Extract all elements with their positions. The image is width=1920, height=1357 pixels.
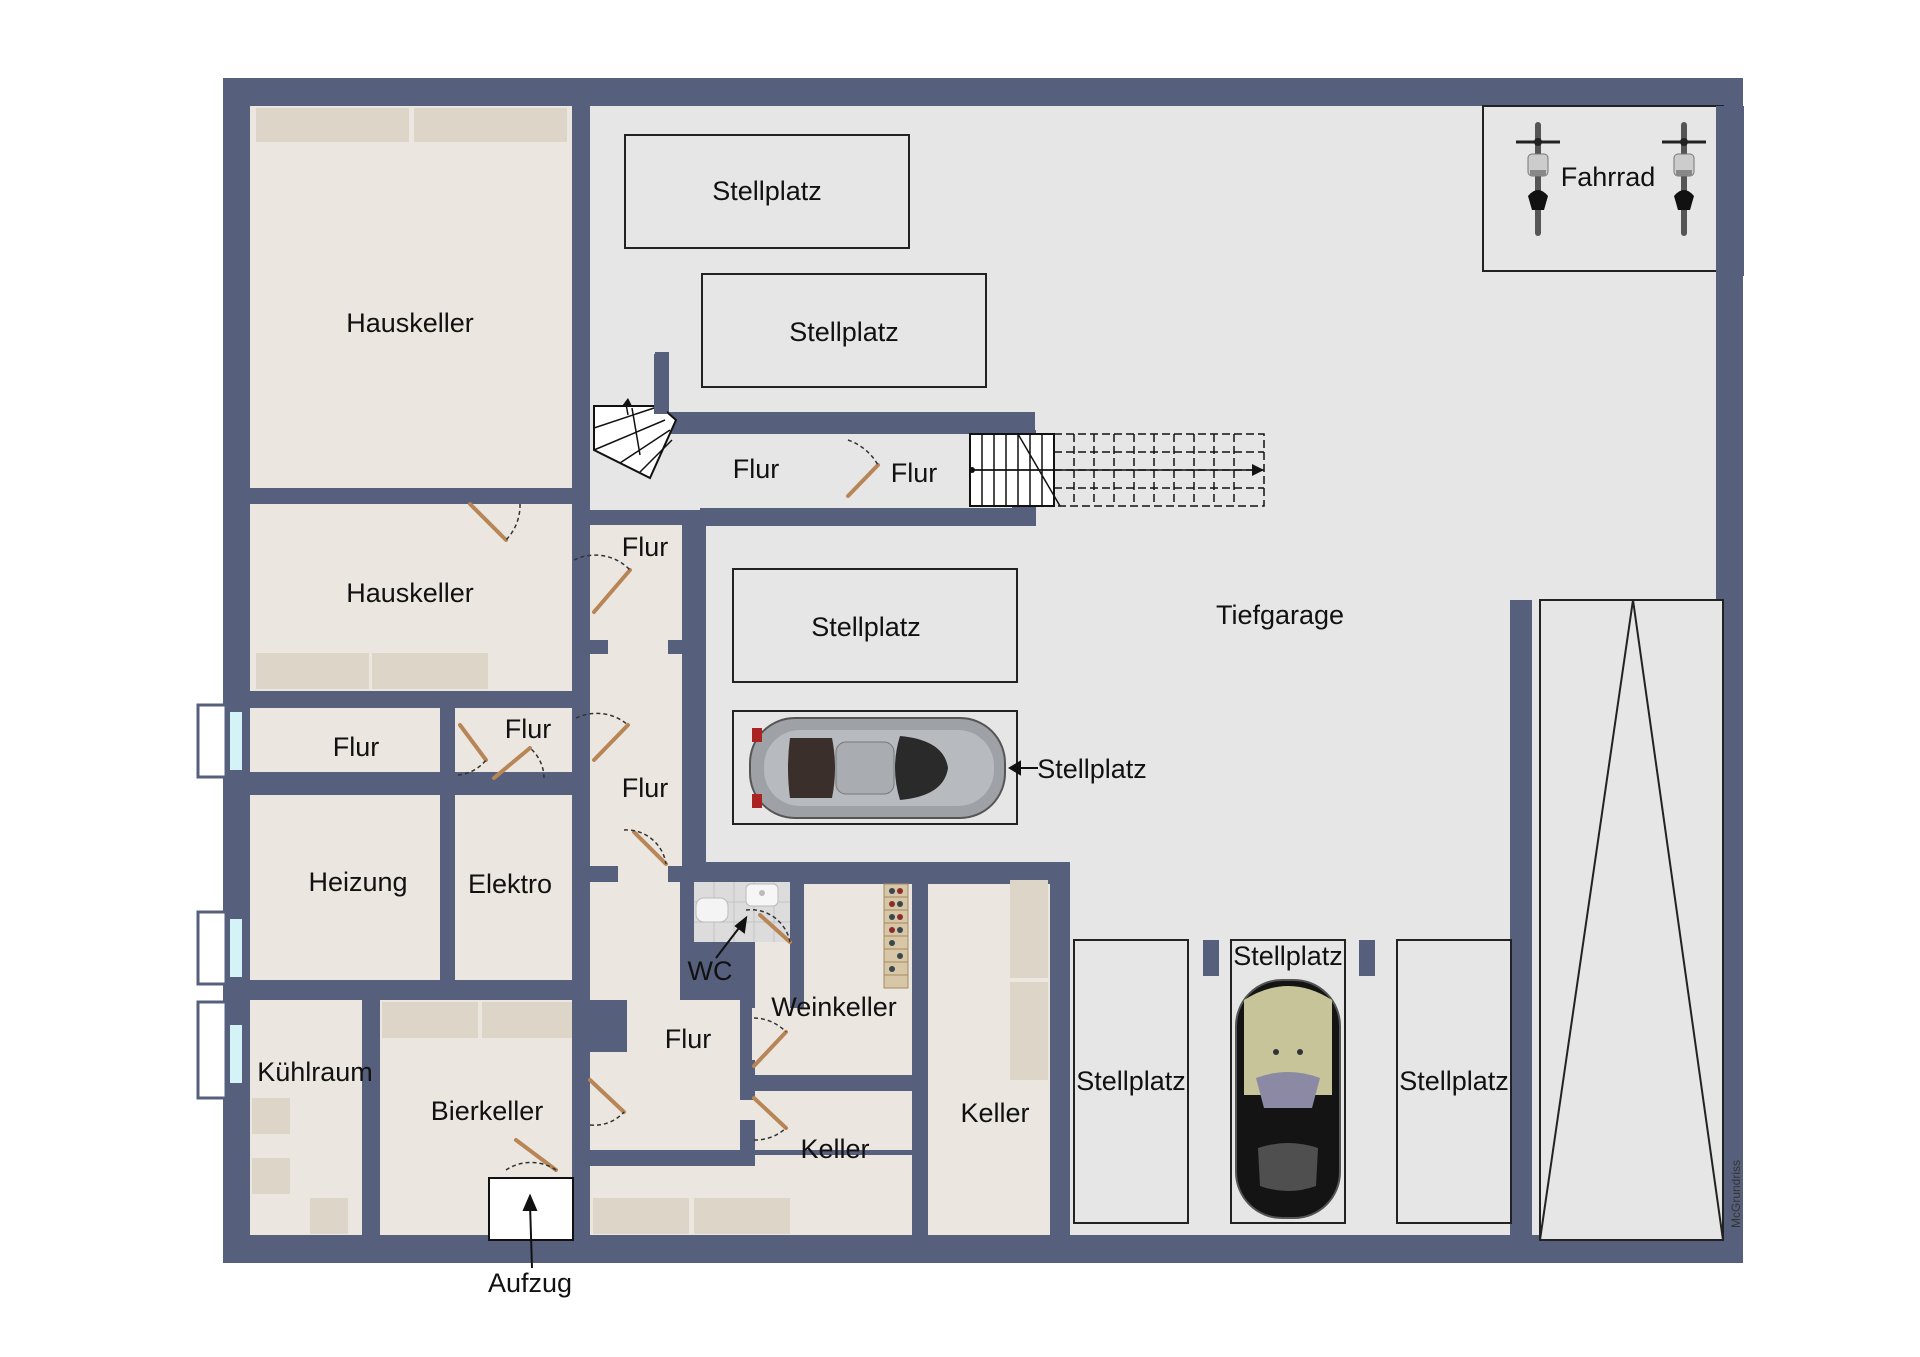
label-flur-corridor: Flur	[622, 773, 669, 803]
sink-icon	[745, 883, 779, 907]
toilet-icon	[695, 897, 729, 923]
label-keller-2: Keller	[800, 1134, 869, 1164]
label-elektro: Elektro	[468, 869, 552, 899]
label-stellplatz-top-1: Stellplatz	[712, 176, 822, 206]
label-stellplatz-bottom-left: Stellplatz	[1076, 1066, 1186, 1096]
wine-rack-icon	[883, 883, 909, 989]
label-flur-top-left: Flur	[505, 714, 552, 744]
label-stellplatz-car: Stellplatz	[1037, 754, 1147, 784]
label-keller-1: Keller	[960, 1098, 1029, 1128]
label-wc: WC	[688, 956, 733, 986]
staircase-icon	[593, 354, 1265, 507]
shelving	[252, 108, 1048, 1234]
label-fahrrad: Fahrrad	[1561, 162, 1656, 192]
car-icon	[749, 717, 1341, 1219]
cellar-floors	[250, 106, 1050, 1235]
label-kuehlraum: Kühlraum	[257, 1057, 373, 1087]
label-aufzug: Aufzug	[488, 1268, 572, 1298]
label-bierkeller: Bierkeller	[431, 1096, 544, 1126]
cellar-walls	[250, 106, 1068, 1235]
label-flur-bottom: Flur	[665, 1024, 712, 1054]
label-heizung: Heizung	[308, 867, 407, 897]
door-swing-icon	[458, 463, 880, 1172]
label-flur-left: Flur	[333, 732, 380, 762]
door-arcs	[457, 439, 879, 1171]
label-hauskeller-1: Hauskeller	[346, 308, 474, 338]
pillar	[1203, 940, 1219, 976]
label-flur-mid: Flur	[622, 532, 669, 562]
label-stellplatz-bottom-center: Stellplatz	[1233, 941, 1343, 971]
bicycle-icon	[1516, 122, 1706, 236]
label-stellplatz-top-2: Stellplatz	[789, 317, 899, 347]
label-stellplatz-bottom-right: Stellplatz	[1399, 1066, 1509, 1096]
window-icon	[196, 703, 242, 1100]
pillar	[1359, 940, 1375, 976]
label-flur-top-right: Flur	[891, 458, 938, 488]
pointer-arrows	[522, 760, 1038, 1269]
label-tiefgarage: Tiefgarage	[1216, 600, 1344, 630]
ramp-icon	[1539, 599, 1724, 1241]
label-hauskeller-2: Hauskeller	[346, 578, 474, 608]
label-weinkeller: Weinkeller	[771, 992, 897, 1022]
label-stellplatz-mid-1: Stellplatz	[811, 612, 921, 642]
label-flur-stair: Flur	[733, 454, 780, 484]
watermark: McGrundriss	[1729, 1160, 1743, 1228]
hall-floor	[590, 525, 682, 870]
